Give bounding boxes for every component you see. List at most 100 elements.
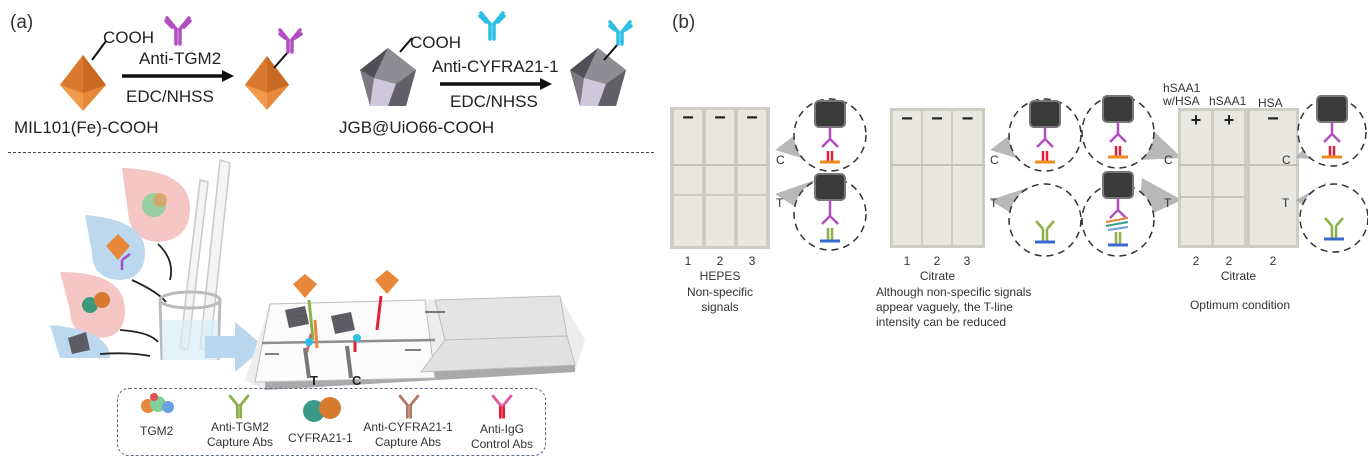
strip-mark: − — [682, 107, 694, 129]
caption-line: Although non-specific signals — [876, 285, 1032, 299]
material-label-jgb-uio66: JGB@UiO66-COOH — [339, 118, 495, 137]
legend-sublabel-anti-cyfra21-1: Capture Abs — [374, 435, 442, 449]
reagent-label-anti-tgm2: Anti-TGM2 — [139, 49, 222, 68]
control-line-label: C — [352, 373, 362, 388]
column-header-hsa: HSA — [1258, 96, 1283, 110]
zoom-label-t: T — [1164, 196, 1172, 210]
antibody-icon-anti-tgm2 — [164, 16, 192, 46]
test-line — [1178, 196, 1248, 198]
strip-lane-2 — [706, 110, 734, 246]
control-line — [1178, 164, 1299, 166]
conjugated-antibody-icon-2 — [603, 20, 633, 61]
control-line — [890, 164, 985, 166]
functionalized-octahedron-icon — [244, 56, 290, 110]
caption-line: intensity can be reduced — [876, 315, 1007, 329]
panel-b-label: (b) — [672, 12, 696, 33]
material-label-mil101: MIL101(Fe)-COOH — [14, 118, 159, 137]
legend-label-cyfra21-1: CYFRA21-1 — [288, 431, 353, 445]
column-header-hsaa1-hsa-line2: w/HSA — [1163, 94, 1200, 108]
column-header-hsaa1: hSAA1 — [1209, 94, 1247, 108]
lane-number: 3 — [963, 254, 971, 268]
zoom-label-t: T — [1282, 196, 1290, 210]
lane-number: 2 — [1225, 254, 1233, 268]
strip-mark: + — [1223, 110, 1235, 130]
zoom-callout-control-positive-4 — [1296, 95, 1367, 167]
strip-photo-citrate: − − − — [890, 108, 985, 248]
anti-tgm2-antibody-icon — [228, 394, 250, 419]
lane-number: 2 — [1192, 254, 1200, 268]
legend-label-anti-cyfra21-1: Anti-CYFRA21-1 — [363, 420, 453, 434]
conditions-label-1: EDC/NHSS — [126, 87, 214, 106]
pentagon-particle-icon — [360, 48, 416, 106]
zoom-callout-test-positive — [775, 173, 867, 251]
reaction-arrow-icon-2 — [440, 78, 552, 90]
control-line — [670, 164, 770, 166]
caption-line: appear vaguely, the T-line — [876, 300, 1013, 314]
lane-number: 2 — [933, 254, 941, 268]
strip-lane-hsaa1-hsa — [1181, 111, 1211, 245]
anti-igg-antibody-icon — [491, 394, 513, 419]
conjugated-antibody-icon-1 — [273, 28, 303, 69]
test-line — [670, 194, 770, 196]
strip-mark: + — [1190, 110, 1202, 130]
zoom-label-c: C — [1282, 153, 1291, 167]
caption-line: signals — [701, 300, 739, 314]
strip-lane-3 — [953, 111, 982, 245]
lateral-flow-strip-illustration — [245, 270, 585, 390]
zoom-label-c: C — [990, 153, 999, 167]
tgm2-protein-icon — [141, 393, 174, 413]
zoom-callout-test-negative — [990, 183, 1082, 257]
legend-label-anti-igg: Anti-IgG — [479, 422, 524, 436]
column-header-hsaa1-hsa-line1: hSAA1 — [1163, 81, 1201, 95]
legend-sublabel-anti-igg: Control Abs — [470, 437, 534, 451]
conditions-label-2: EDC/NHSS — [450, 92, 538, 111]
section-divider — [8, 152, 654, 153]
anti-cyfra21-1-antibody-icon — [398, 394, 420, 419]
sample-droplets-illustration — [50, 159, 231, 361]
cyfra21-1-protein-icon — [303, 397, 341, 422]
strip-photo-hepes: − − − — [670, 107, 770, 249]
strip-mark: − — [1267, 108, 1279, 130]
lane-number: 1 — [684, 254, 692, 268]
test-line-label: T — [310, 373, 318, 388]
strip-lane-2 — [923, 111, 951, 245]
zoom-label-c: C — [776, 153, 785, 167]
buffer-label-citrate-optimum: Citrate — [1220, 269, 1257, 283]
zoom-callout-test-negative-4 — [1296, 183, 1368, 253]
lane-number: 1 — [903, 254, 911, 268]
reagent-label-anti-cyfra: Anti-CYFRA21-1 — [432, 57, 559, 76]
caption-line: Non-specific — [686, 285, 754, 299]
reaction-arrow-icon — [122, 70, 234, 82]
functionalized-pentagon-icon — [570, 48, 626, 106]
process-arrow-icon — [205, 322, 265, 372]
caption-optimum: Optimum condition — [1189, 298, 1291, 312]
lane-number: 2 — [716, 254, 724, 268]
legend-box — [117, 388, 546, 456]
strip-photo-optimum: + + − — [1178, 108, 1299, 248]
strip-mark: − — [714, 107, 726, 129]
strip-mark: − — [746, 107, 758, 129]
octahedron-particle-icon — [60, 55, 106, 111]
zoom-label-t: T — [990, 196, 998, 210]
legend-label-tgm2: TGM2 — [140, 424, 174, 438]
strip-lane-hsa — [1250, 111, 1296, 245]
buffer-label-citrate: Citrate — [919, 269, 956, 283]
strip-mark: − — [931, 108, 943, 130]
linker-line-icon — [91, 40, 107, 61]
strip-mark: − — [901, 108, 913, 130]
zoom-label-c: C — [1164, 153, 1173, 167]
zoom-callout-control-positive-3 — [1081, 95, 1182, 169]
zoom-callout-test-positive-3 — [1081, 171, 1182, 257]
zoom-callout-control-positive-2 — [990, 98, 1082, 172]
lane-number: 3 — [748, 254, 756, 268]
zoom-callout-control-positive — [775, 98, 867, 172]
strip-lane-hsaa1 — [1214, 111, 1244, 245]
zoom-label-t: T — [776, 196, 784, 210]
antibody-icon-anti-cyfra — [478, 11, 506, 41]
strip-lane-1 — [893, 111, 921, 245]
strip-mark: − — [961, 108, 974, 130]
lane-number: 2 — [1269, 254, 1277, 268]
strip-lane-1 — [674, 110, 702, 246]
legend-sublabel-anti-tgm2: Capture Abs — [206, 435, 274, 449]
buffer-label-hepes: HEPES — [699, 269, 741, 283]
